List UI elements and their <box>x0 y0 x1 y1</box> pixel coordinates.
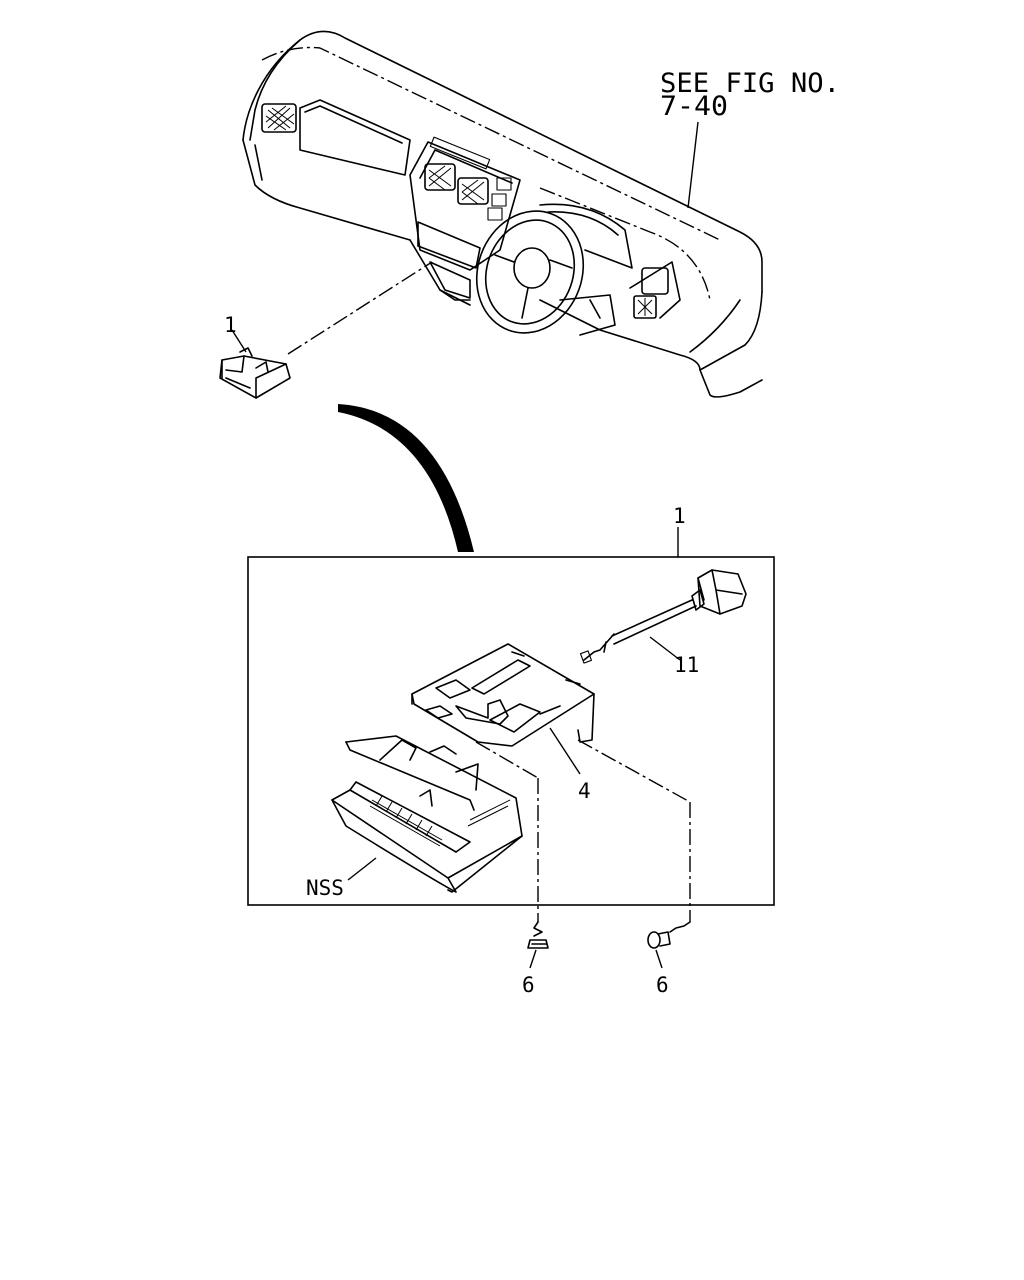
callout-dash-unit: 1 <box>224 313 237 337</box>
callout-glove-box: NSS <box>306 876 344 900</box>
screw-right <box>647 921 691 969</box>
reference-line-2: 7-40 <box>660 91 728 122</box>
cable-switch <box>579 569 747 664</box>
callout-cable: 11 <box>674 653 699 677</box>
callout-screw-left: 6 <box>522 973 535 997</box>
ashtray-small-part <box>219 261 433 399</box>
glove-box <box>331 735 523 893</box>
reference-line-1: SEE FIG NO. <box>660 68 840 99</box>
transition-arrow <box>338 404 474 552</box>
dashboard-drawing <box>242 30 763 398</box>
callout-screw-right: 6 <box>656 973 669 997</box>
screw-left <box>527 921 549 969</box>
callout-assembly: 1 <box>673 504 686 528</box>
bracket-part <box>411 643 691 922</box>
callout-bracket: 4 <box>578 779 591 803</box>
assembly-frame <box>247 556 775 906</box>
